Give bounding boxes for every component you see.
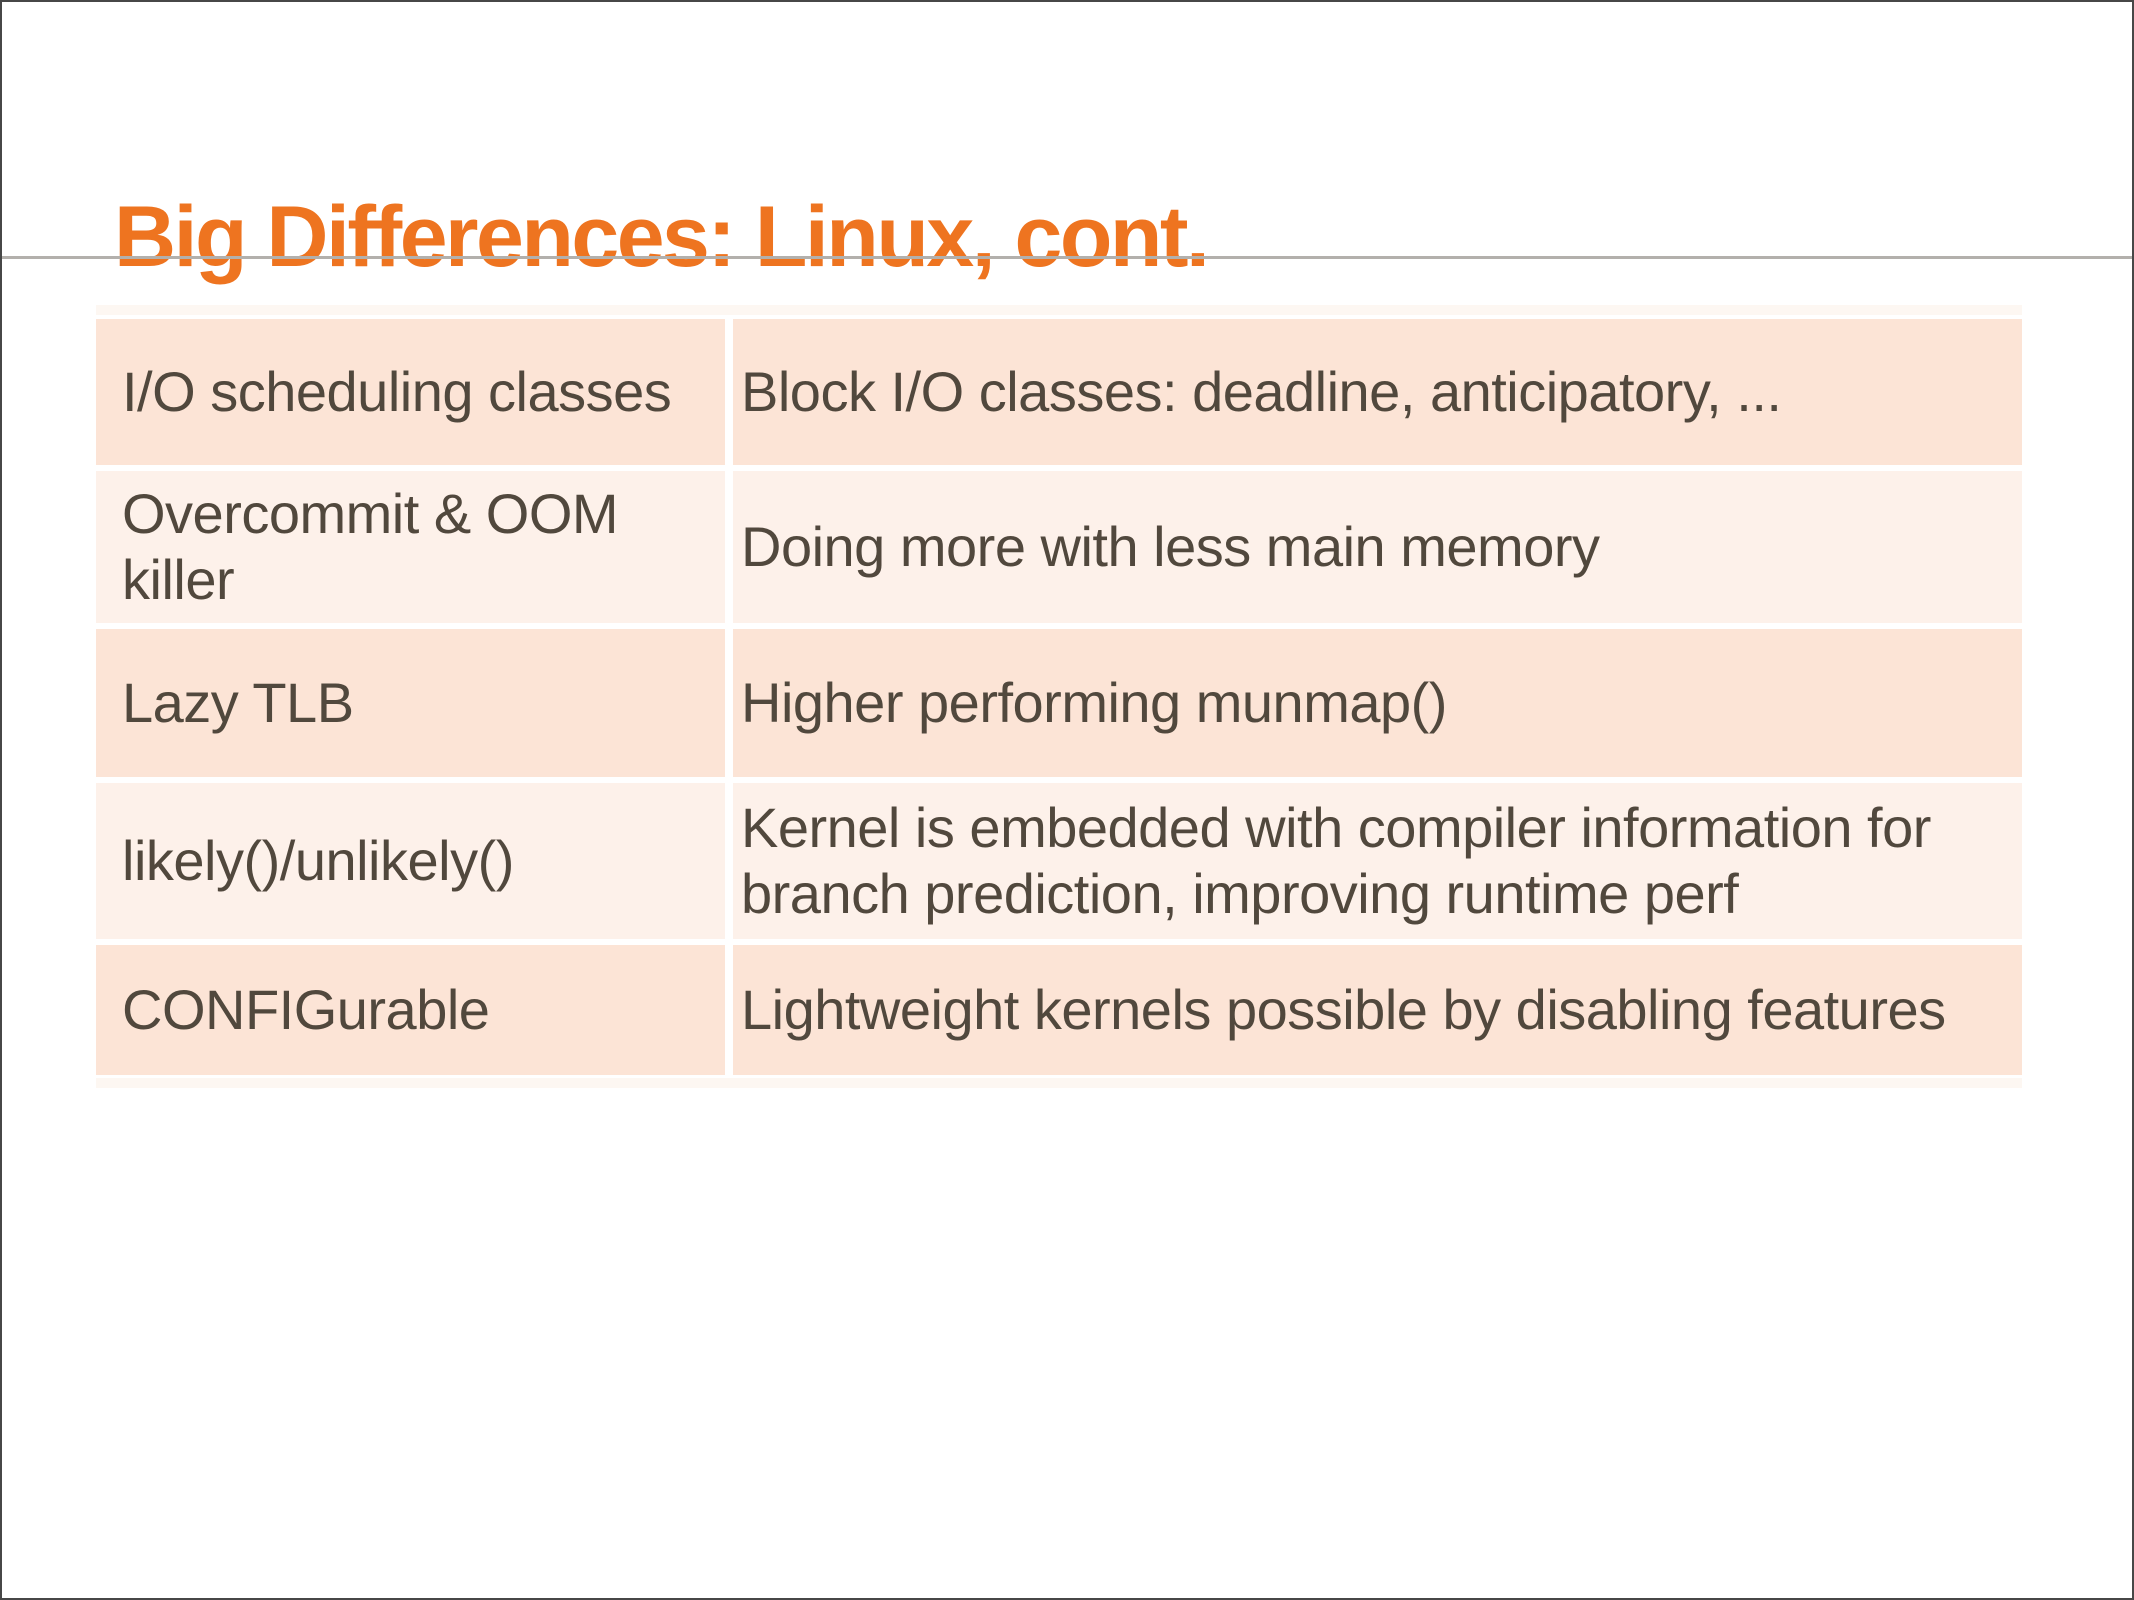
table-grid: I/O scheduling classes Block I/O classes… — [96, 319, 2022, 1075]
table-row-feature-cell: likely()/unlikely() — [96, 783, 725, 939]
table-bottom-edge-strip — [96, 1078, 2022, 1088]
table-row-description-cell: Higher performing munmap() — [733, 629, 2022, 777]
feature-label: Lazy TLB — [122, 670, 354, 734]
description-text: Lightweight kernels possible by disablin… — [741, 977, 1946, 1041]
table-row-description-cell: Lightweight kernels possible by disablin… — [733, 945, 2022, 1075]
table-row-description-cell: Doing more with less main memory — [733, 471, 2022, 623]
table-row-description-cell: Kernel is embedded with compiler informa… — [733, 783, 2022, 939]
feature-table: I/O scheduling classes Block I/O classes… — [96, 305, 2022, 1088]
table-row-feature-cell: I/O scheduling classes — [96, 319, 725, 465]
description-text: Doing more with less main memory — [741, 514, 1600, 578]
feature-label: CONFIGurable — [122, 977, 490, 1041]
feature-label: likely()/unlikely() — [122, 828, 514, 892]
feature-label: Overcommit & OOM killer — [122, 481, 619, 611]
description-text: Higher performing munmap() — [741, 670, 1447, 734]
table-row-feature-cell: Lazy TLB — [96, 629, 725, 777]
feature-label: I/O scheduling classes — [122, 359, 672, 423]
table-row-description-cell: Block I/O classes: deadline, anticipator… — [733, 319, 2022, 465]
slide-title: Big Differences: Linux, cont. — [114, 188, 1210, 285]
table-top-edge-strip — [96, 305, 2022, 315]
table-row-feature-cell: CONFIGurable — [96, 945, 725, 1075]
description-text: Kernel is embedded with compiler informa… — [741, 795, 1931, 925]
description-text: Block I/O classes: deadline, anticipator… — [741, 359, 1782, 423]
title-divider-rule — [2, 256, 2132, 259]
table-row-feature-cell: Overcommit & OOM killer — [96, 471, 725, 623]
